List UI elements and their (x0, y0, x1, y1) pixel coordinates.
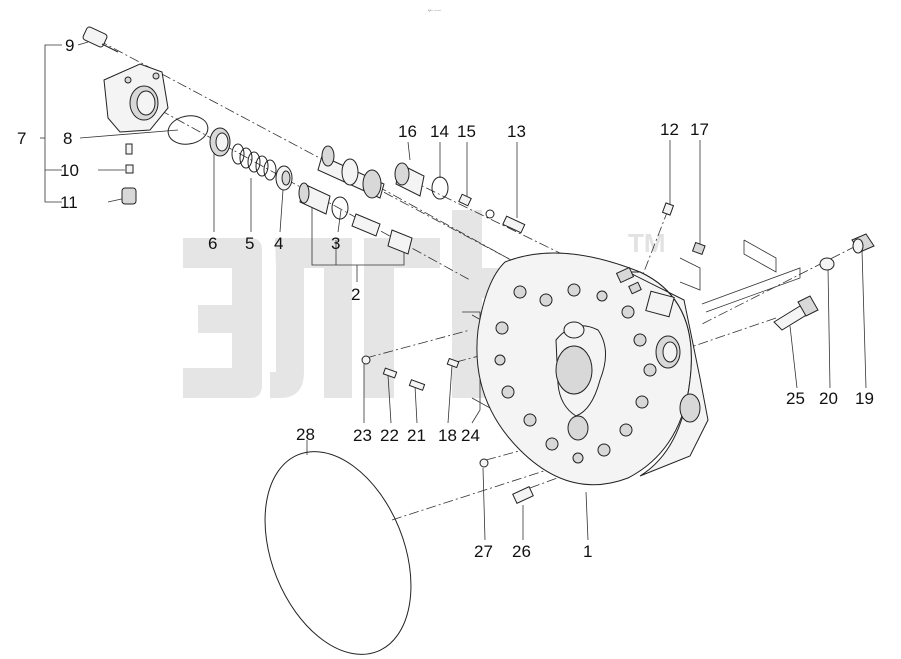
callout-16: 16 (398, 122, 417, 141)
callout-9: 9 (65, 36, 74, 55)
part-valve-plate-1 (476, 252, 709, 486)
callout-20: 20 (819, 389, 838, 408)
callout-25: 25 (786, 389, 805, 408)
part-bolt-11 (121, 187, 137, 205)
callout-11: 11 (60, 193, 78, 212)
callout-6: 6 (208, 234, 217, 253)
callout-10: 10 (60, 161, 79, 180)
callout-27: 27 (474, 542, 493, 561)
part-plug-16 (394, 162, 526, 234)
callout-8: 8 (63, 129, 72, 148)
callout-18: 18 (438, 426, 457, 445)
callout-7: 7 (17, 129, 26, 148)
callout-4: 4 (274, 234, 283, 253)
part-cover-flange (103, 63, 169, 133)
part-pin-26-27 (479, 458, 534, 504)
callout-19: 19 (855, 389, 874, 408)
callout-17: 17 (690, 120, 709, 139)
part-bolt-9 (82, 26, 119, 53)
callout-23: 23 (353, 426, 372, 445)
callout-21: 21 (407, 426, 426, 445)
callout-22: 22 (380, 426, 399, 445)
part-gasket-28 (264, 451, 412, 655)
callout-24: 24 (461, 426, 480, 445)
callout-15: 15 (457, 122, 476, 141)
callout-labels: 9 7 8 10 11 6 5 4 3 2 16 14 15 13 12 17 … (17, 36, 874, 561)
header-mark: */~ ~~~ (428, 8, 442, 13)
callout-26: 26 (512, 542, 531, 561)
callout-28: 28 (296, 425, 315, 444)
part-oring-8 (167, 115, 209, 145)
callout-3: 3 (331, 234, 340, 253)
part-bolt-25 (773, 295, 819, 331)
callout-12: 12 (660, 120, 679, 139)
watermark-trademark: TM (628, 228, 666, 258)
part-plug-19 (851, 233, 875, 254)
part-fittings-12-17 (661, 202, 706, 256)
part-spring-5 (231, 143, 277, 181)
callout-1: 1 (583, 542, 592, 561)
part-washer-20 (819, 257, 835, 271)
callout-13: 13 (507, 122, 526, 141)
callout-2: 2 (351, 285, 360, 304)
callout-5: 5 (245, 234, 254, 253)
part-plug-10 (125, 143, 134, 174)
part-valve-spool (317, 145, 385, 199)
part-ring-6 (209, 127, 231, 157)
callout-14: 14 (430, 122, 449, 141)
part-sleeve-2 (298, 182, 413, 255)
part-small-pins-18-24 (361, 355, 460, 391)
part-ring-4 (275, 165, 293, 191)
